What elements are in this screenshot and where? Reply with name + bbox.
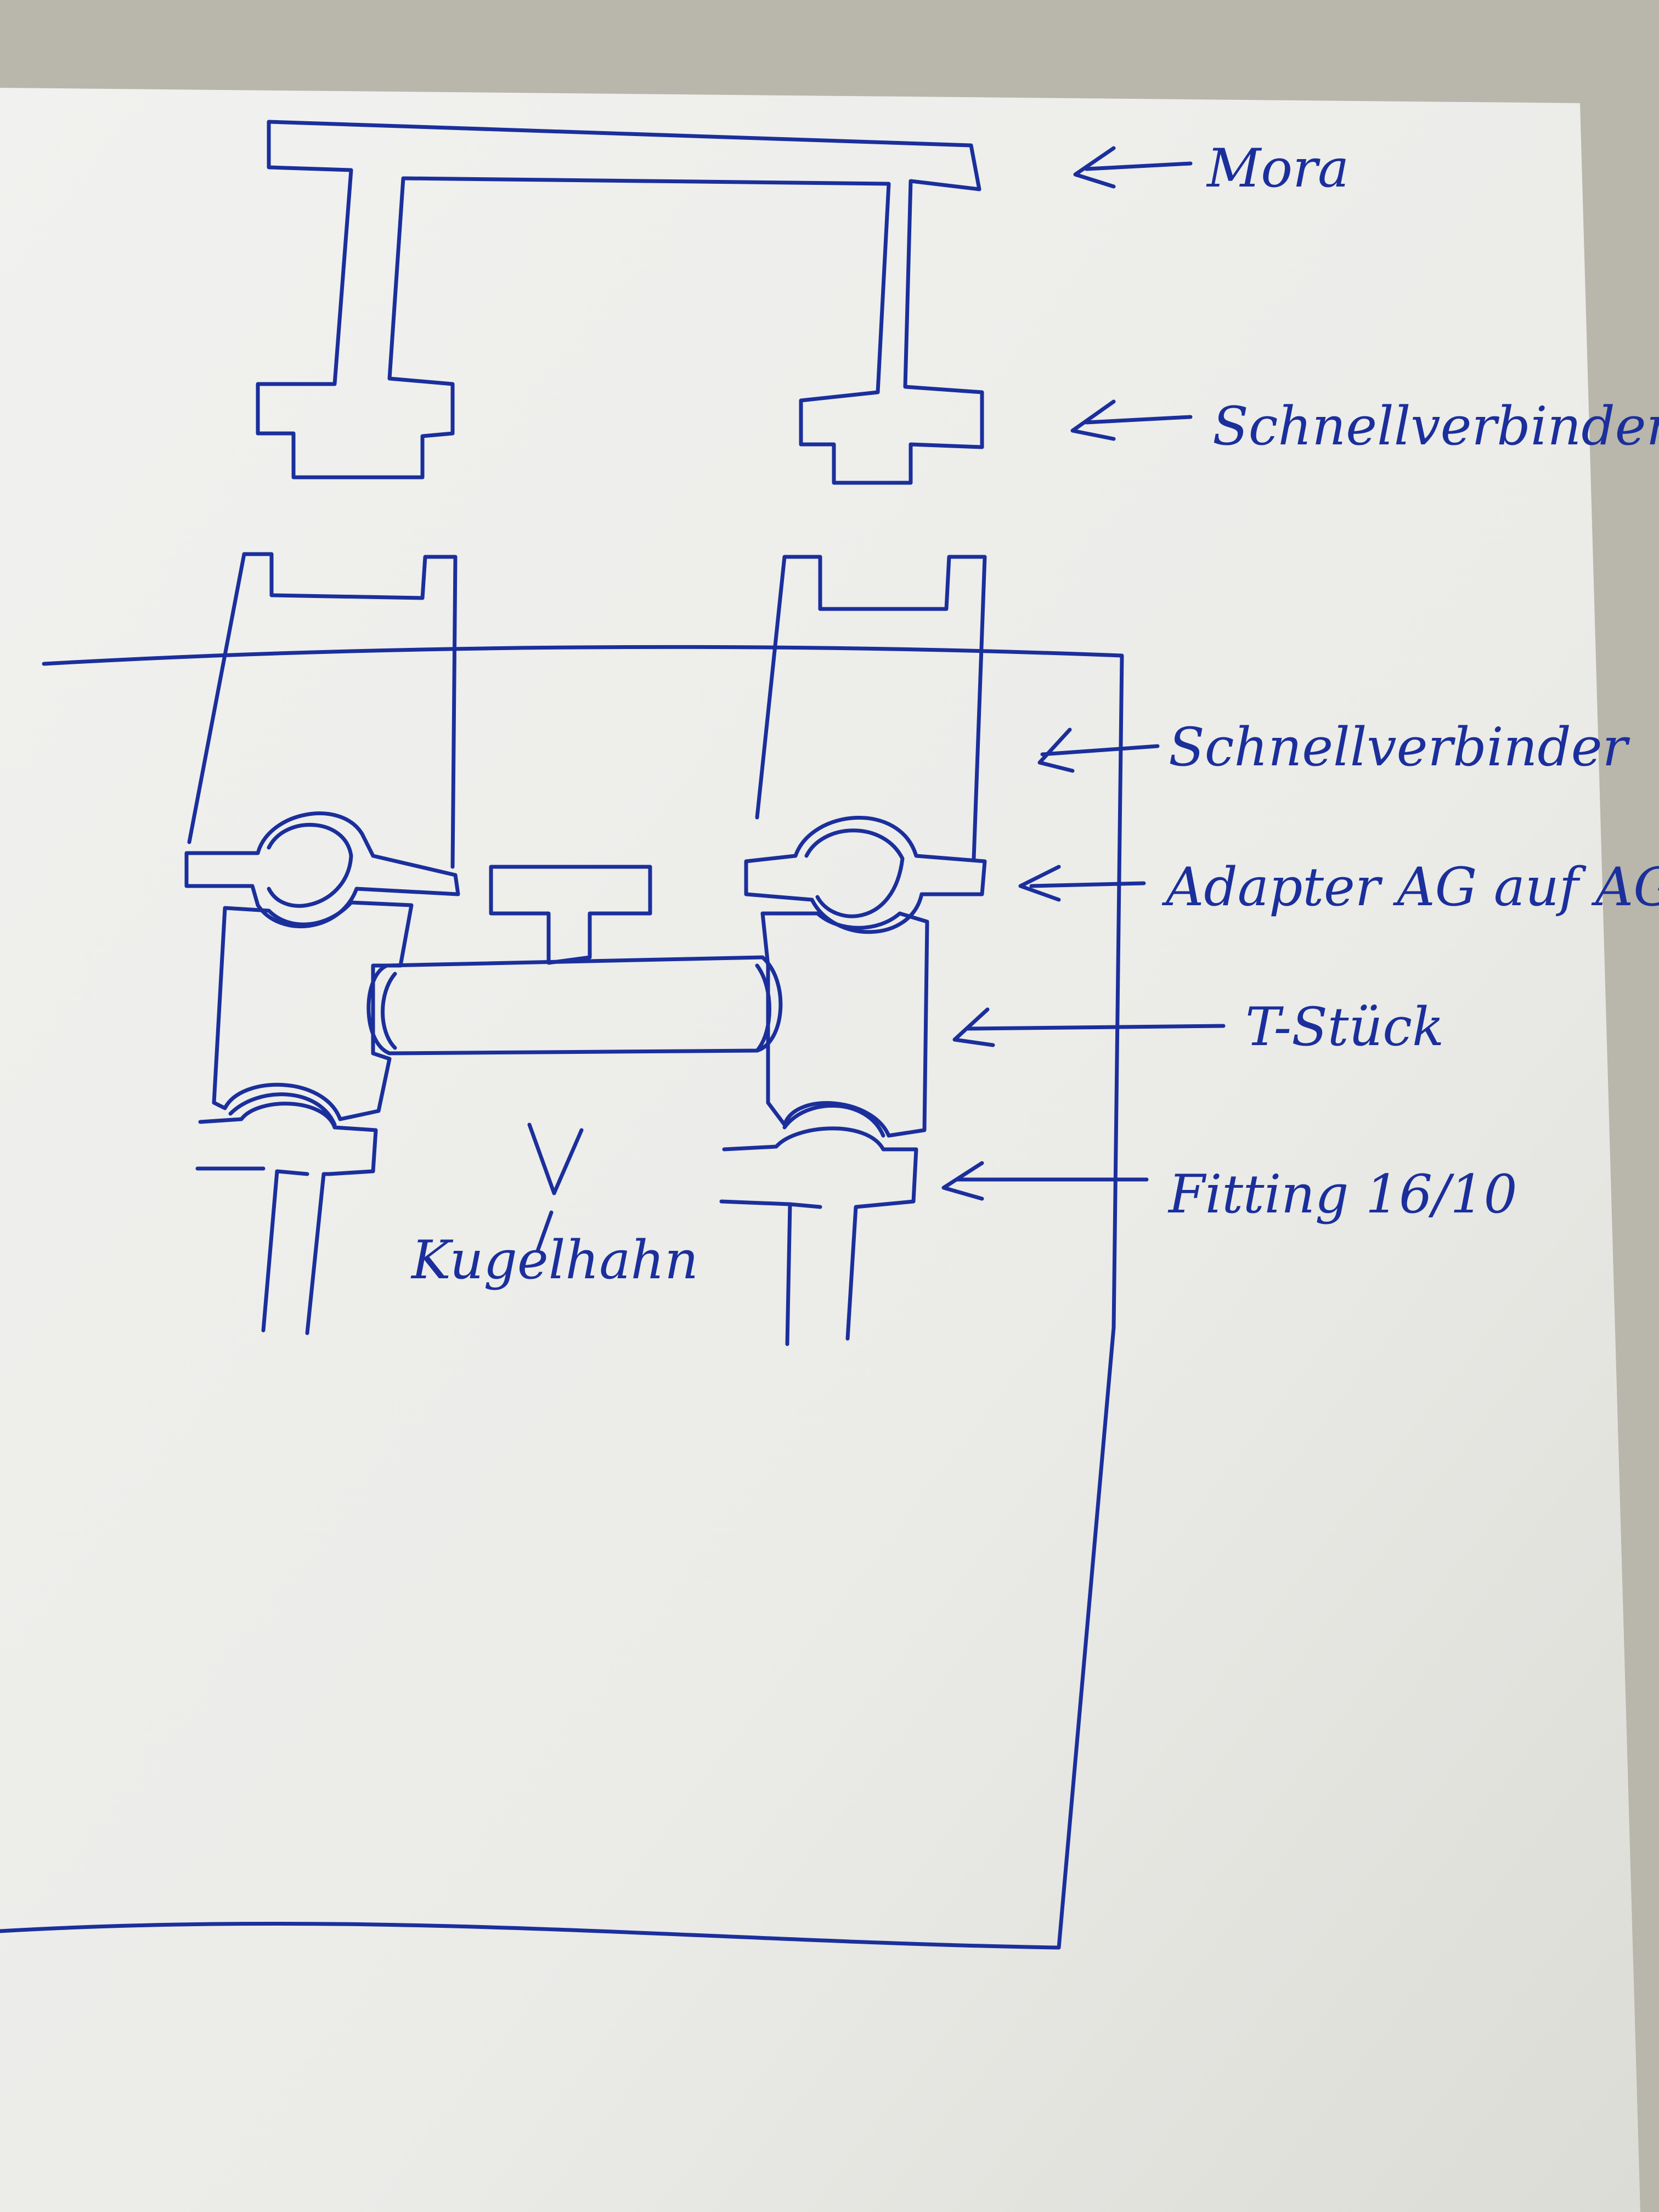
label-fitting: Fitting 16/10 (1167, 1164, 1517, 1225)
label-kugelhahn: Kugelhahn (410, 1229, 698, 1291)
label-mora: Mora (1206, 138, 1349, 199)
label-adapter: Adapter AG auf AG (1161, 856, 1659, 918)
label-schnellverbinder-top: Schnellverbinder (1212, 396, 1659, 457)
label-t-stueck: T-Stück (1245, 996, 1444, 1058)
label-schnellverbinder-bottom: Schnellverbinder (1169, 716, 1630, 778)
